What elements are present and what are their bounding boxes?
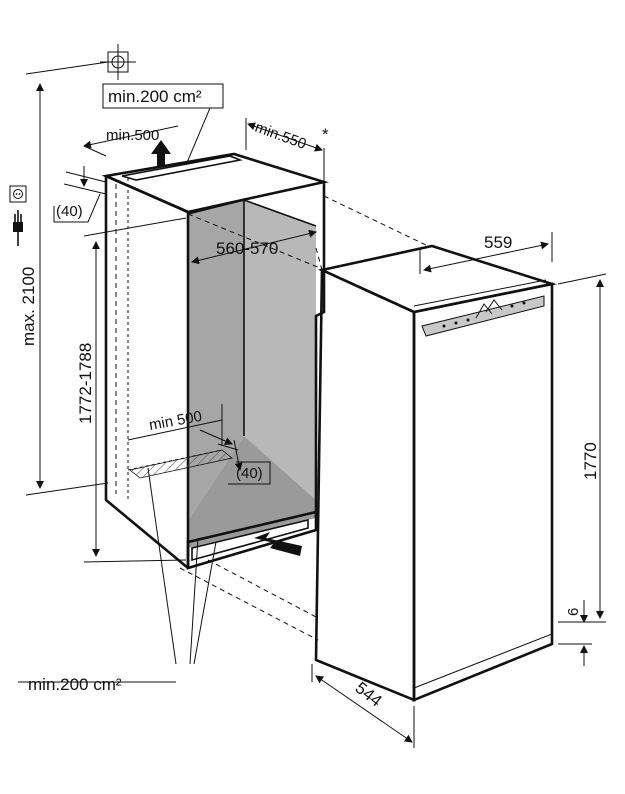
- airflow-in-arrow: [254, 532, 302, 556]
- vent-top-label: min.200 cm²: [108, 87, 202, 106]
- appliance-depth-label: 544: [352, 678, 386, 710]
- niche-width-dimension: min.550 *: [245, 118, 329, 182]
- niche-height-dimension: 1772-1788: [76, 217, 187, 563]
- appliance-width-label: 559: [484, 233, 512, 252]
- refrigerator-appliance: [314, 244, 558, 702]
- bottom-depth-dimension: min 500: [127, 404, 233, 479]
- offset-bottom-label: (40): [236, 465, 263, 482]
- vent-bottom-label: min.200 cm²: [28, 675, 122, 694]
- depth-top-label: min.500: [106, 127, 159, 144]
- max-height-label: max. 2100: [19, 267, 38, 346]
- niche-height-label: 1772-1788: [76, 343, 95, 424]
- appliance-height-dimension: 1770: [557, 273, 607, 623]
- offset-top-label: (40): [56, 203, 83, 220]
- top-depth-dimension: min.500: [83, 125, 179, 157]
- airflow-up-arrow: [151, 140, 171, 166]
- appliance-height-label: 1770: [581, 442, 600, 480]
- power-plug-icon: [13, 210, 23, 246]
- niche-width-label: min.550: [253, 119, 309, 153]
- base-gap-label: 6: [565, 608, 582, 616]
- top-vent-callout: min.200 cm²: [102, 83, 224, 166]
- cabinet-niche: [101, 152, 330, 570]
- projection-lines: [179, 195, 429, 641]
- bottom-offset-dimension: (40): [217, 439, 271, 485]
- base-gap-dimension: 6: [558, 600, 592, 666]
- max-height-dimension: max. 2100: [19, 61, 109, 496]
- bottom-vent-callout: min.200 cm²: [18, 467, 217, 694]
- top-offset-dimension: (40): [53, 166, 107, 223]
- inner-width-dimension: 560-570: [191, 229, 317, 265]
- asterisk-label: *: [322, 125, 329, 144]
- appliance-depth-dimension: 544: [311, 664, 415, 748]
- power-socket-icon: [9, 185, 27, 203]
- appliance-width-dimension: 559: [419, 232, 553, 274]
- inner-width-label: 560-570: [216, 239, 278, 258]
